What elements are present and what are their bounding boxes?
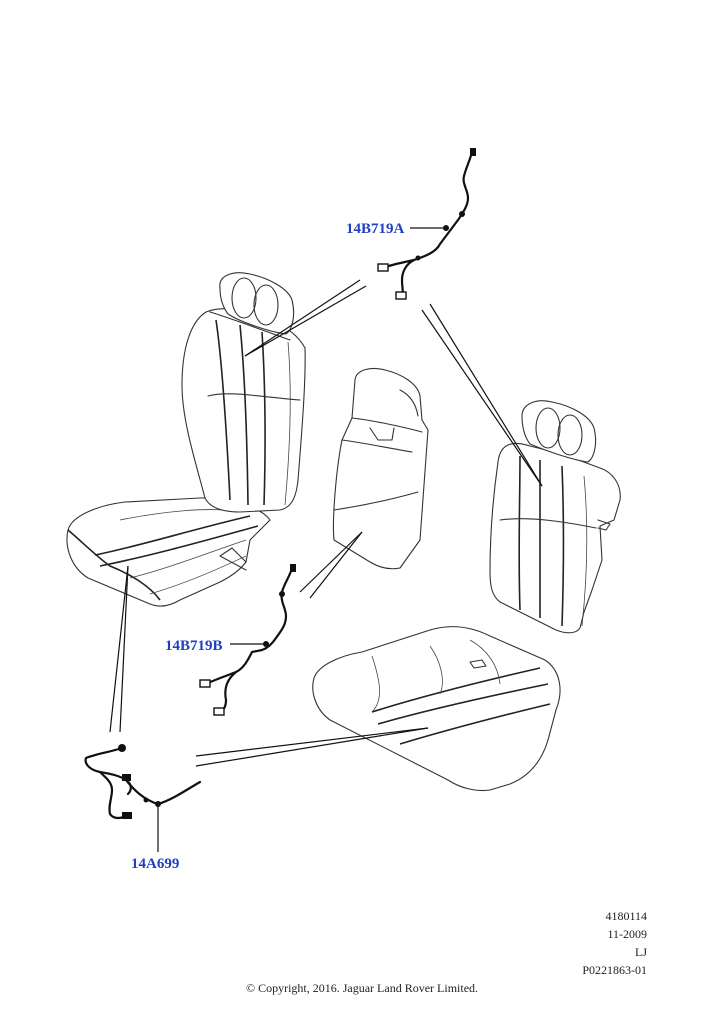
copyright-notice: © Copyright, 2016. Jaguar Land Rover Lim…: [245, 981, 479, 995]
harness-14B719A: [377, 148, 476, 300]
harness-14A699: [84, 744, 202, 820]
ref-number: 4180114: [605, 909, 647, 923]
rear-centre-seat-back: [332, 367, 429, 570]
part-label-14B719B[interactable]: 14B719B: [165, 638, 223, 654]
rear-seat-cushion: [312, 626, 561, 792]
drawing-metadata: 4180114 11-2009 LJ P0221863-01: [527, 907, 647, 979]
leader-lines: [109, 227, 543, 852]
part-label-14B719A[interactable]: 14B719A: [346, 221, 405, 237]
drawing-date: 11-2009: [607, 927, 647, 941]
part-label-14A699[interactable]: 14A699: [131, 856, 180, 872]
drawing-initials: LJ: [635, 945, 647, 959]
rear-right-seat-back: [489, 400, 621, 634]
illustration-id: P0221863-01: [582, 963, 647, 977]
front-left-seat: [66, 272, 306, 607]
front-left-seat-cushion: [66, 497, 271, 607]
